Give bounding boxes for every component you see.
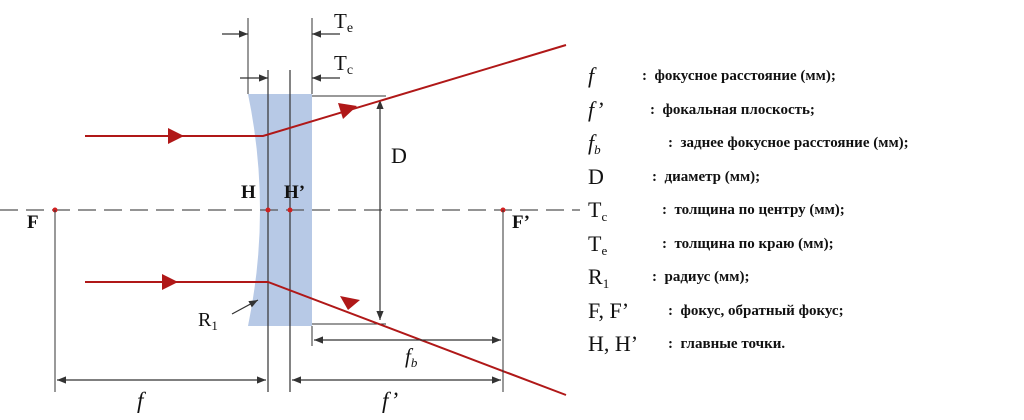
- legend-symbol: R1: [588, 264, 610, 291]
- label-h-prime: H’: [284, 182, 305, 203]
- legend-symbol: fb: [588, 130, 601, 157]
- legend-row-f-f-prime: F, F’ : фокус, обратный фокус;: [578, 297, 1018, 331]
- label-fb: fb: [405, 344, 418, 370]
- legend-row-f-prime: f’ : фокальная плоскость;: [578, 96, 1018, 130]
- focus-dot-h-prime: [287, 207, 293, 213]
- label-tc: Tc: [334, 51, 353, 78]
- legend-desc: : главные точки.: [668, 336, 786, 352]
- light-rays: [85, 44, 567, 396]
- legend-row-fb: fb : заднее фокусное расстояние (мм);: [578, 129, 1018, 163]
- legend-symbol: F, F’: [588, 297, 630, 323]
- legend-row-h-h-prime: H, H’ : главные точки.: [578, 330, 1018, 364]
- legend-desc: : фокальная плоскость;: [650, 101, 815, 118]
- label-r1: R1: [198, 309, 218, 333]
- label-f-prime-dim: f’: [382, 388, 398, 413]
- ray-top: [85, 44, 567, 137]
- legend-symbol: D: [588, 163, 604, 189]
- legend-row-f: f : фокусное расстояние (мм);: [578, 62, 1018, 96]
- legend-row-tc: Tc : толщина по центру (мм);: [578, 196, 1018, 230]
- legend-desc: : толщина по краю (мм);: [662, 235, 834, 252]
- legend-row-te: Te : толщина по краю (мм);: [578, 230, 1018, 264]
- label-te: Te: [334, 9, 353, 36]
- focus-dot-h: [265, 207, 271, 213]
- label-h: H: [241, 182, 256, 203]
- lens-body: [248, 94, 312, 326]
- ray-top-arrow-in: [168, 128, 184, 144]
- legend-desc: : заднее фокусное расстояние (мм);: [668, 135, 909, 151]
- legend-symbol: H, H’: [588, 331, 639, 356]
- label-f-dim: f: [137, 388, 147, 413]
- ray-bottom: [85, 281, 567, 396]
- legend-row-d: D : диаметр (мм);: [578, 163, 1018, 197]
- legend-desc: : диаметр (мм);: [652, 168, 761, 185]
- label-f-point: F: [27, 212, 39, 233]
- legend-symbol: Te: [588, 230, 608, 258]
- legend-desc: : фокусное расстояние (мм);: [642, 68, 836, 84]
- label-d: D: [391, 143, 407, 168]
- legend-symbol: f’: [588, 96, 604, 122]
- legend: f : фокусное расстояние (мм); f’ : фокал…: [578, 62, 1018, 364]
- ray-bottom-arrow-in: [162, 274, 178, 290]
- legend-desc: : фокус, обратный фокус;: [668, 302, 844, 319]
- legend-symbol: Tc: [588, 197, 608, 224]
- ray-top-arrow-out: [338, 103, 357, 119]
- label-f-prime-point: F’: [512, 212, 530, 233]
- ray-bottom-arrow-out: [340, 296, 360, 310]
- legend-desc: : радиус (мм);: [652, 269, 750, 285]
- r1-leader: [231, 299, 259, 315]
- legend-symbol: f: [588, 63, 595, 88]
- legend-row-r1: R1 : радиус (мм);: [578, 263, 1018, 297]
- legend-desc: : толщина по центру (мм);: [662, 202, 845, 218]
